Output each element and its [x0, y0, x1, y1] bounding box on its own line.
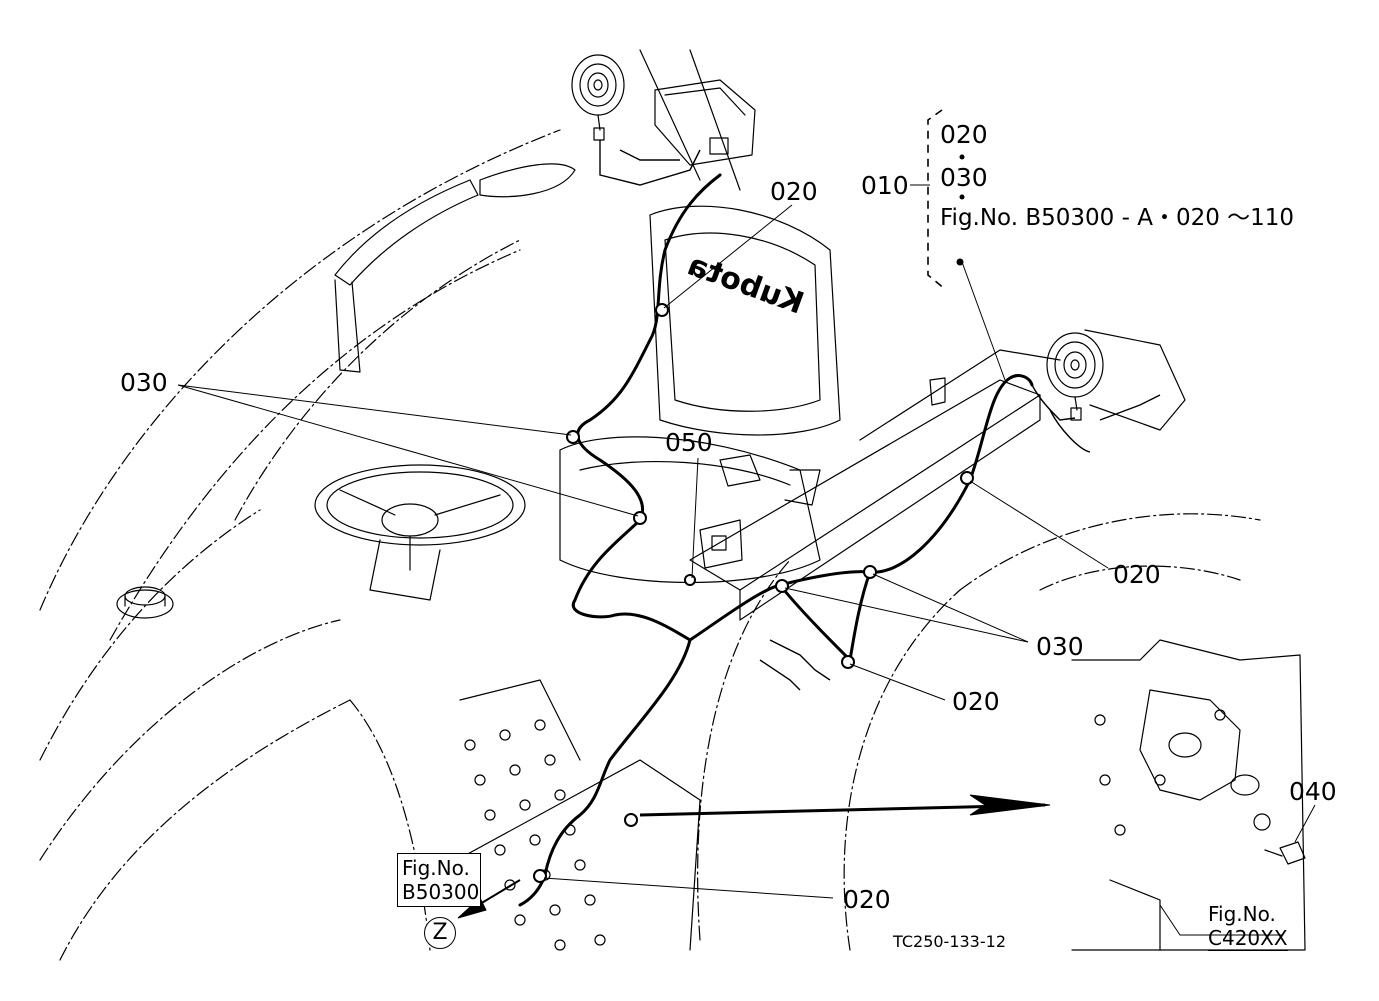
relay-bracket: [699, 519, 743, 569]
drawing-id: TC250-133-12: [893, 932, 1006, 951]
callout-030-left: 030: [120, 368, 168, 397]
callout-030-right: 030: [1036, 632, 1084, 661]
ground-bolt-040: [1253, 813, 1306, 865]
callout-020-bottom: 020: [843, 885, 891, 914]
transmission-housing: [1071, 639, 1306, 951]
callout-040: 040: [1289, 777, 1337, 806]
wiring-harness: [518, 173, 1034, 907]
bracket-fig-ref: Fig.No. B50300 - A・020 ～110: [940, 205, 1295, 231]
separator-dot-1: [959, 154, 965, 160]
fig-ref-line1: Fig.No.: [1208, 902, 1276, 926]
separator-dot-2: [959, 194, 965, 200]
callout-020-mid: 020: [952, 687, 1000, 716]
operator-seat: [559, 205, 841, 584]
fig-box-b50300: Fig.No. B50300: [397, 853, 481, 907]
fuel-cap: [116, 586, 174, 619]
callout-050: 050: [665, 428, 713, 457]
steering-wheel: [314, 464, 526, 601]
bracket-020: 020: [940, 120, 988, 149]
callout-010: 010: [861, 171, 909, 200]
callout-020-right: 020: [1113, 560, 1161, 589]
right-fender-outline: [697, 513, 1261, 951]
leader-lines: [177, 184, 1316, 936]
rops-bracket-left: [639, 49, 756, 191]
left-fender-outline: [39, 129, 561, 641]
bracket-dashes: [927, 109, 947, 291]
fig-box-line2: B50300: [402, 880, 480, 904]
bracket-dot: [956, 258, 964, 266]
detail-arrow: [639, 794, 1051, 817]
fig-ref-line2: C420XX: [1208, 926, 1288, 951]
floor-plate-holes: [464, 719, 606, 951]
fig-ref-c420xx: Fig.No. C420XX: [1208, 902, 1288, 951]
fig-box-line1: Fig.No.: [402, 856, 470, 880]
harness-thin-branches: [599, 140, 1161, 691]
work-light-left: [571, 54, 625, 141]
bracket-030: 030: [940, 163, 988, 192]
floor-plate: [419, 679, 701, 951]
harness-clamps: [533, 303, 974, 883]
left-fender-handle: [334, 163, 576, 373]
callout-020-top: 020: [770, 177, 818, 206]
work-light-right: [1046, 329, 1186, 431]
view-z-marker: Z: [424, 917, 456, 949]
hood-outline: [39, 509, 431, 961]
